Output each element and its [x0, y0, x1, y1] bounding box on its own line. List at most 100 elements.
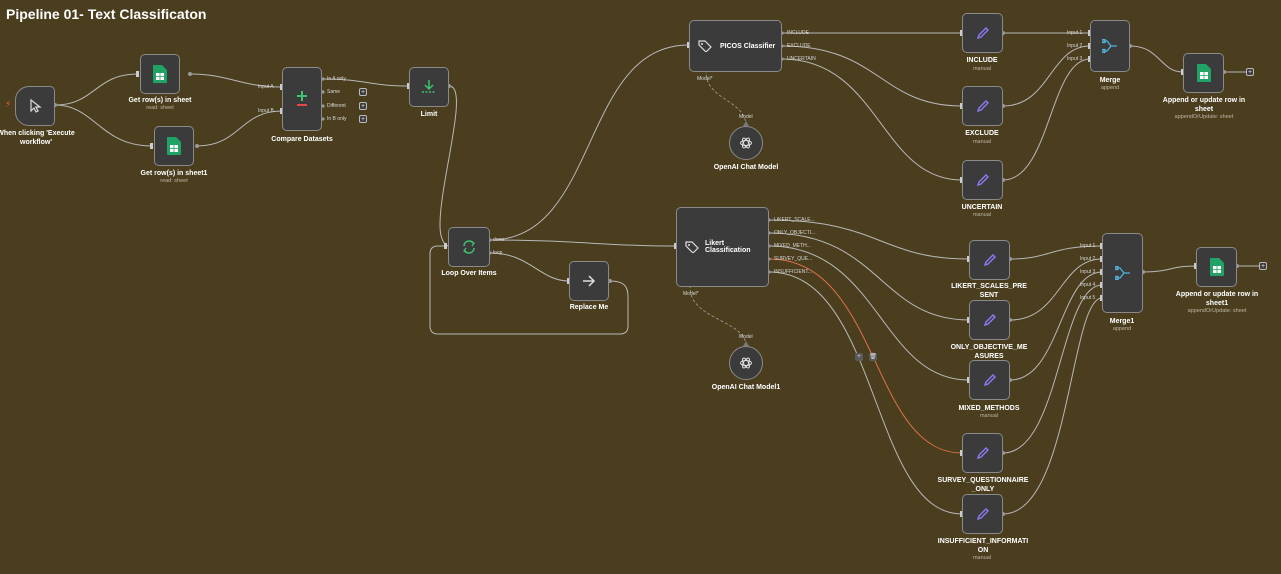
picos-out-exclude: EXCLUDE	[787, 43, 811, 49]
only-objective-measures-label: ONLY_OBJECTIVE_MEASURES	[950, 344, 1028, 360]
edge-present-merge1	[1009, 245, 1103, 260]
merge1-input-2: Input 2	[1080, 256, 1096, 262]
add-node-same-button[interactable]: +	[359, 88, 367, 96]
only-objective-measures-node[interactable]	[969, 300, 1010, 340]
add-node-on-edge-button[interactable]: +	[855, 353, 863, 361]
merge1-input-4: Input 4	[1080, 282, 1096, 288]
delete-edge-button[interactable]: 🗑	[869, 353, 877, 361]
compare-input-a: Input A	[258, 84, 274, 90]
edge-loop-likert	[489, 239, 677, 247]
edge-likert-present	[768, 219, 970, 260]
append-row-node[interactable]	[1183, 53, 1224, 93]
openai-model-port: Model	[739, 114, 753, 120]
edge-trigger-getrows1	[54, 104, 153, 147]
edge-openai-picos	[705, 71, 747, 127]
arrow-right-icon	[583, 275, 596, 287]
picos-classifier-node[interactable]: PICOS Classifier	[689, 20, 782, 72]
limit-node[interactable]	[409, 67, 449, 107]
get-rows1-node[interactable]	[154, 126, 194, 166]
survey-questionnaire-only-node[interactable]	[962, 433, 1003, 473]
likert-out-mixed: MIXED_METH...	[774, 243, 811, 249]
add-node-after-append-button[interactable]: +	[1246, 68, 1254, 76]
uncertain-sub: manual	[972, 212, 992, 218]
likert-classification-node[interactable]: Likert Classification	[676, 207, 769, 287]
openai1-model-port: Model	[739, 334, 753, 340]
edge-likert-insufficient	[768, 271, 963, 515]
exclude-label: EXCLUDE	[965, 130, 999, 137]
edge-objective-merge1	[1009, 258, 1103, 321]
merge-input-2: Input 2	[1067, 43, 1083, 49]
workflow-title: Pipeline 01- Text Classificaton	[6, 6, 207, 22]
loop-label: Loop Over Items	[441, 270, 497, 277]
edge-limit-loop	[439, 85, 457, 247]
append-row1-sub: appendOrUpdate: sheet	[1187, 308, 1247, 314]
trigger-label: When clicking 'Execute workflow'	[0, 130, 75, 146]
include-label: INCLUDE	[966, 57, 998, 64]
mixed-methods-node[interactable]	[969, 360, 1010, 400]
edge-compare-limit	[322, 78, 410, 87]
uncertain-label: UNCERTAIN	[961, 204, 1003, 211]
survey-questionnaire-only-label: SURVEY_QUESTIONNAIRE_ONLY	[937, 477, 1029, 493]
edge-mixed-merge1	[1009, 271, 1103, 381]
edge-trigger-getrows	[54, 73, 139, 106]
pencil-icon	[983, 254, 996, 267]
picos-label: PICOS Classifier	[720, 42, 776, 50]
replace-me-node[interactable]	[569, 261, 609, 301]
edge-picos-uncertain	[781, 58, 963, 181]
picos-out-include: INCLUDE	[787, 30, 809, 36]
add-node-different-button[interactable]: +	[359, 102, 367, 110]
edge-loop-picos	[489, 44, 690, 241]
edge-survey-merge1	[1002, 284, 1103, 454]
pencil-icon	[976, 174, 989, 187]
likert-scales-present-node[interactable]	[969, 240, 1010, 280]
merge-sub: append	[1100, 85, 1120, 91]
pencil-icon	[983, 374, 996, 387]
google-sheets-icon	[1209, 258, 1224, 276]
merge1-sub: append	[1112, 326, 1132, 332]
append-row-sub: appendOrUpdate: sheet	[1174, 114, 1234, 120]
cursor-icon	[30, 98, 42, 113]
compare-out-different: Different	[327, 103, 346, 109]
google-sheets-icon	[1196, 64, 1211, 82]
openai-icon	[740, 357, 752, 369]
append-row1-node[interactable]	[1196, 247, 1237, 287]
google-sheets-icon	[153, 65, 167, 83]
openai1-label: OpenAI Chat Model1	[711, 384, 781, 391]
edge-likert-mixed	[768, 245, 970, 381]
get-rows-label: Get row(s) in sheet	[128, 97, 192, 104]
compare-datasets-node[interactable]	[282, 67, 322, 131]
loop-over-items-node[interactable]	[448, 227, 490, 267]
pencil-icon	[976, 27, 989, 40]
limit-label: Limit	[420, 111, 438, 118]
merge-node[interactable]	[1090, 20, 1130, 72]
compare-out-in-a-only: In A only	[327, 76, 346, 82]
insufficient-information-sub: manual	[972, 555, 992, 561]
edge-uncertain-merge	[1002, 58, 1091, 181]
include-node[interactable]	[962, 13, 1003, 53]
get-rows-node[interactable]	[140, 54, 180, 94]
compare-label: Compare Datasets	[271, 136, 333, 143]
loop-out-loop: loop	[493, 250, 503, 256]
openai-chat-model1-node[interactable]	[729, 346, 763, 380]
insufficient-information-label: INSUFFICIENT_INFORMATION	[937, 538, 1029, 554]
add-node-after-append1-button[interactable]: +	[1259, 262, 1267, 270]
insufficient-information-node[interactable]	[962, 494, 1003, 534]
loop-out-done: done	[493, 237, 505, 243]
manual-trigger-node[interactable]	[15, 86, 55, 126]
merge1-input-3: Input 3	[1080, 269, 1096, 275]
pencil-icon	[976, 447, 989, 460]
plus-minus-icon	[297, 91, 307, 106]
replace-me-label: Replace Me	[569, 304, 609, 311]
exclude-node[interactable]	[962, 86, 1003, 126]
edge-replace-loop-back	[429, 245, 629, 335]
likert-out-scale: LIKERT_SCALE...	[774, 217, 815, 223]
svg-text:⚡: ⚡	[5, 100, 11, 110]
uncertain-node[interactable]	[962, 160, 1003, 200]
edge-likert-survey	[768, 258, 963, 454]
get-rows1-sub: read: sheet	[160, 178, 188, 184]
openai-chat-model-node[interactable]	[729, 126, 763, 160]
add-node-in-b-only-button[interactable]: +	[359, 115, 367, 123]
tag-icon	[698, 40, 712, 52]
merge1-node[interactable]	[1102, 233, 1143, 313]
